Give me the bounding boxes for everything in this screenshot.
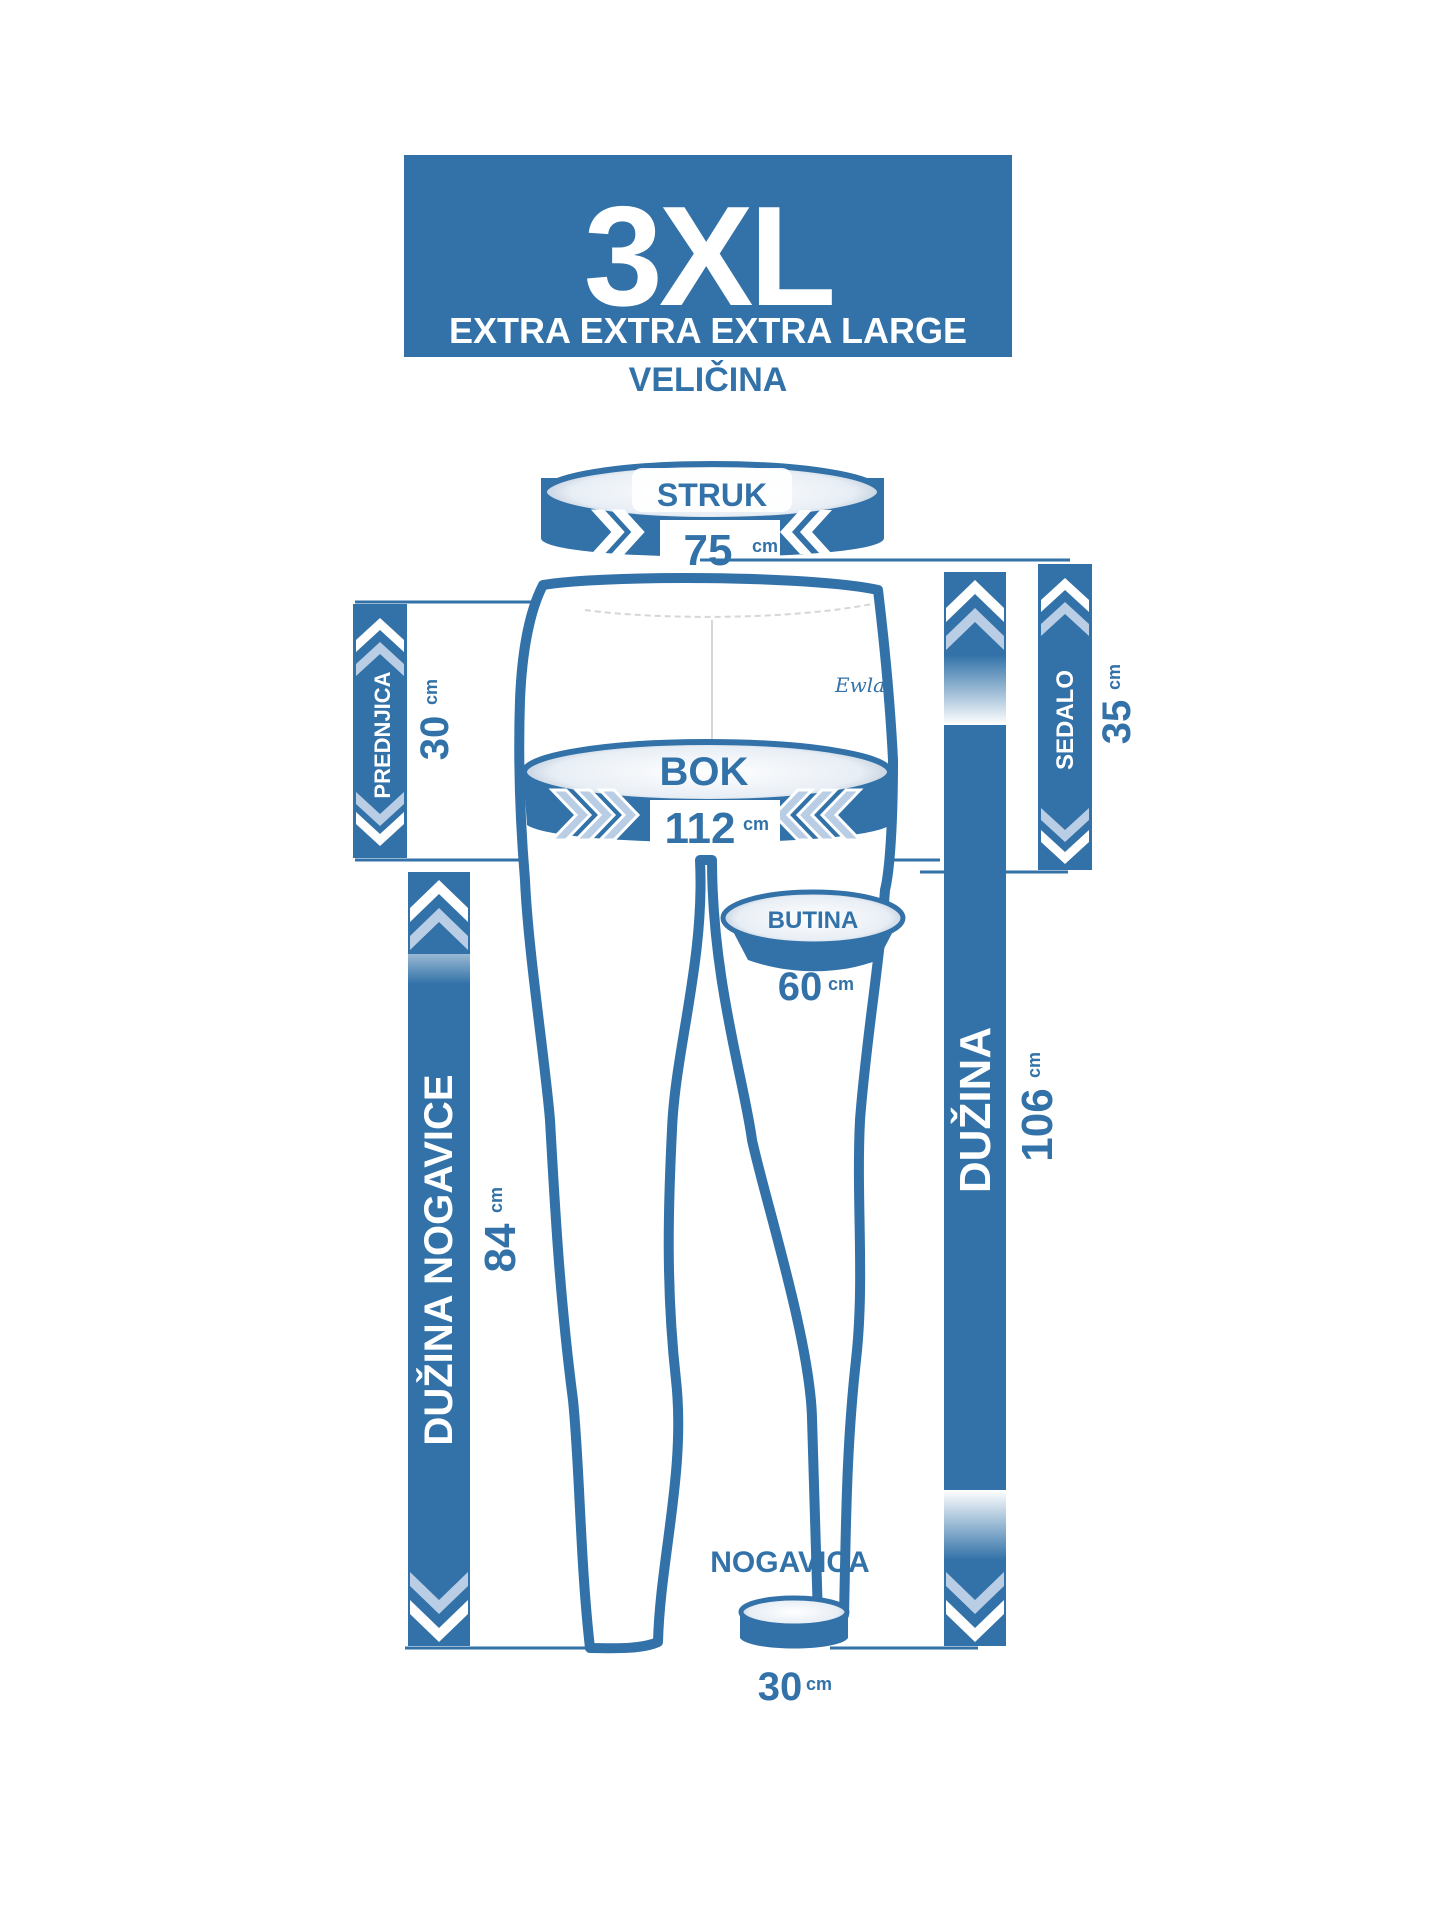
chevron-down-icon [410, 1572, 468, 1614]
chevron-up-icon [410, 908, 468, 950]
hip-value: 112 [665, 804, 736, 853]
hip-measurement: BOK 112 cm [521, 739, 893, 853]
waist-value: 75 [684, 526, 733, 575]
chevron-left-icon [780, 510, 832, 554]
front-rise-value: 30 [413, 716, 457, 761]
leg-opening-band-top [738, 1595, 850, 1629]
length-fade-top [944, 655, 1006, 725]
leg-opening-measurement: NOGAVICA 30 cm [710, 1546, 869, 1709]
length-value: 106 [1013, 1088, 1062, 1161]
inseam-bar [408, 872, 470, 1646]
size-full-name: EXTRA EXTRA EXTRA LARGE [449, 310, 967, 351]
leg-opening-value: 30 [758, 1665, 803, 1709]
thigh-measurement: BUTINA 60 cm [720, 889, 906, 1009]
back-rise-value: 35 [1095, 700, 1139, 745]
chevron-down-icon [946, 1600, 1004, 1642]
chevron-down-icon [946, 1572, 1004, 1614]
chevron-up-icon [946, 608, 1004, 650]
thigh-value: 60 [778, 965, 823, 1009]
chevron-down-icon [1041, 808, 1089, 842]
length-measurement: DUŽINA 106 cm [944, 572, 1062, 1646]
size-title: 3XL [584, 177, 833, 336]
chevron-left-icon [771, 788, 864, 842]
waist-label: STRUK [657, 477, 767, 513]
leggings-shape [514, 573, 898, 1654]
front-rise-unit: cm [421, 679, 441, 705]
waist-label-box [632, 468, 792, 512]
brand-logo: Ewla [834, 673, 885, 697]
waist-unit: cm [752, 536, 778, 556]
chevron-right-icon [548, 788, 641, 842]
thigh-unit: cm [828, 974, 854, 994]
chevron-right-icon [590, 509, 645, 555]
inseam-unit: cm [486, 1187, 506, 1213]
inseam-measurement: DUŽINA NOGAVICE 84 cm [408, 872, 525, 1646]
chevron-down-icon [410, 1600, 468, 1642]
inseam-fade-top [408, 954, 470, 984]
leg-opening-unit: cm [806, 1674, 832, 1694]
size-header: 3XL EXTRA EXTRA EXTRA LARGE VELIČINA [404, 155, 1012, 399]
chevron-down-icon [356, 792, 404, 826]
chevron-up-icon [1041, 578, 1089, 612]
waist-measurement: STRUK 75 cm [541, 461, 884, 575]
thigh-band-top [720, 889, 906, 947]
length-fade-bottom [944, 1490, 1006, 1560]
back-rise-label: SEDALO [1052, 670, 1079, 770]
chevron-up-icon [356, 642, 404, 676]
leg-opening-label: NOGAVICA [710, 1546, 869, 1579]
chevron-down-icon [1041, 830, 1089, 864]
length-unit: cm [1024, 1052, 1044, 1078]
length-bar [944, 572, 1006, 1646]
hip-unit: cm [743, 814, 769, 834]
chevron-up-icon [356, 618, 404, 652]
hip-label: BOK [660, 750, 749, 794]
waist-value-box [660, 520, 780, 570]
hip-value-box [650, 800, 780, 850]
inseam-value: 84 [476, 1223, 525, 1272]
leggings-outline: Ewla [514, 573, 898, 1654]
chevron-up-icon [1041, 602, 1089, 636]
back-rise-measurement: SEDALO 35 cm [1038, 564, 1139, 870]
size-caption: VELIČINA [629, 360, 788, 399]
front-rise-measurement: PREDNJICA 30 cm [353, 604, 457, 858]
back-rise-unit: cm [1104, 664, 1124, 690]
front-rise-label: PREDNJICA [370, 671, 395, 798]
inseam-label: DUŽINA NOGAVICE [415, 1074, 461, 1445]
size-banner [404, 155, 1012, 357]
thigh-label: BUTINA [768, 907, 859, 934]
chevron-down-icon [356, 812, 404, 846]
length-label: DUŽINA [950, 1027, 1000, 1193]
chevron-up-icon [946, 580, 1004, 622]
chevron-up-icon [410, 880, 468, 922]
waistband-seam [584, 603, 873, 618]
